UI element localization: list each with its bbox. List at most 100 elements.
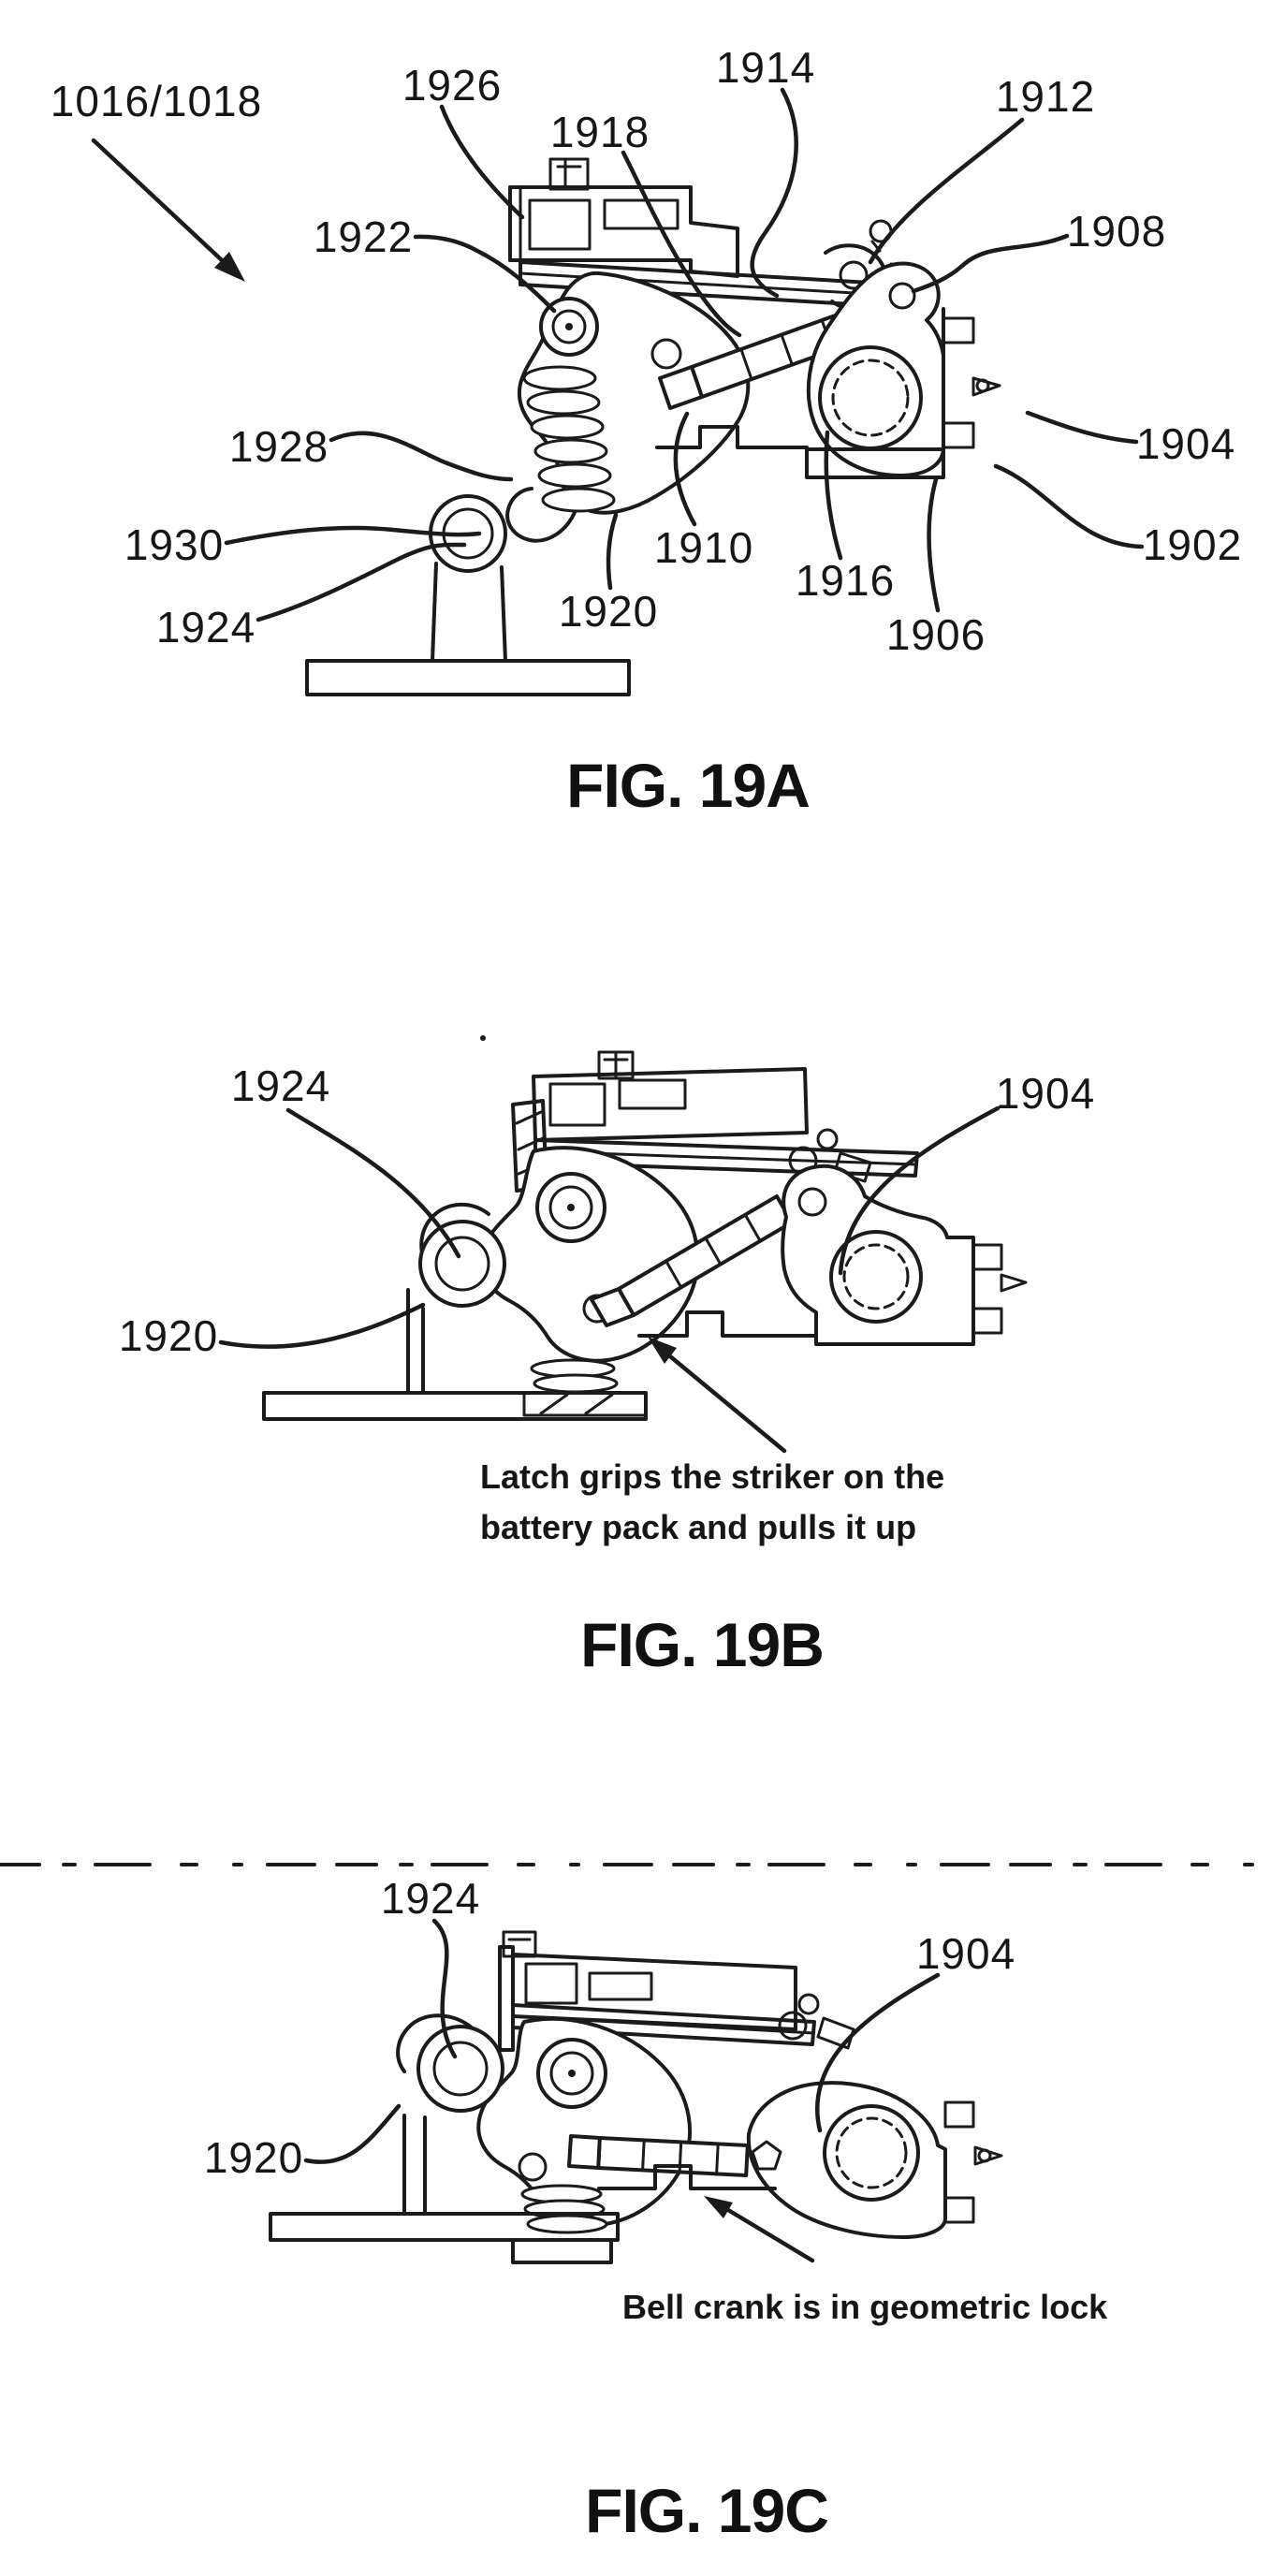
link-rod-end-nut [590,1287,636,1327]
pedestal-base [305,659,631,696]
bell-crank-bore [823,2104,920,2202]
part-label-1904: 1904 [1135,419,1236,468]
annotation-19b: Latch grips the striker on the battery p… [480,1452,944,1553]
part-label-1908: 1908 [1066,207,1167,256]
annotation-19b-line2: battery pack and pulls it up [480,1508,917,1546]
part-label-1930: 1930 [124,520,225,569]
leader-1916 [824,430,843,561]
spring-coil [533,438,608,464]
link-rod-segment-line [704,1237,723,1266]
part-label-1928: 1928 [228,422,329,471]
pedestal-post [500,565,507,663]
clevis-hole [778,2011,808,2041]
clevis-pin [816,1128,839,1150]
link-rod-end-nut [658,365,704,410]
mount-tab [972,1243,1003,1271]
leader-1902 [993,463,1145,549]
bell-crank-bore-inner [842,1243,910,1310]
link-rod-end-nut [567,2134,602,2170]
leader-1914 [750,87,798,299]
leader-1904b [838,1105,1001,1276]
latch-hook [396,2013,475,2073]
part-label-1920: 1920 [558,587,659,636]
housing-left-plate [498,1945,515,2052]
link-rod-segment-line [665,1259,683,1289]
bell-crank-bore [829,1230,923,1324]
spring-seat-hatch [539,1393,569,1415]
housing-inner-window [548,1082,606,1127]
mount-ledge [655,425,809,449]
link-rod-segment-line [743,1213,762,1243]
leader-1904c [815,1972,941,2133]
bell-crank-body [746,2081,947,2239]
annotation-arrow-head [648,1337,677,1364]
bell-crank-pivot-hole [888,282,916,310]
housing-inner-window [618,1078,687,1110]
latch-pivot-bearing-inner [549,2051,594,2096]
part-label-1906: 1906 [885,610,986,659]
leader-1926 [439,104,525,220]
figure-caption-19c: FIG. 19C [585,2476,829,2545]
striker-pin [434,1236,490,1292]
housing-block [532,1067,809,1142]
leader-1904a [1025,410,1139,445]
mount-screw-tip [977,2148,992,2163]
link-rod [596,2136,750,2177]
latch-pivot-bearing-inner [548,1185,593,1230]
spring-coil [526,389,601,416]
housing-rail [511,2003,816,2046]
link-rod-segment-line [641,2138,646,2172]
fig-19c-drawing [0,1863,1271,2264]
bell-crank-bore-inner [831,359,910,437]
spring-coil [530,414,605,440]
clevis-tab [816,2016,855,2050]
housing-screw [548,157,590,191]
bell-crank-bore-inner [835,2116,908,2189]
part-label-1920: 1920 [203,2133,304,2182]
part-label-1918: 1918 [549,108,650,156]
annotation-arrow-shaft [667,1354,787,1454]
pedestal-base [269,2212,620,2242]
latch-pivot-center [568,2070,576,2077]
part-label-1904: 1904 [915,1929,1016,1978]
latch-link-hole [650,338,682,370]
part-label-1904: 1904 [995,1069,1096,1118]
clevis-pin [797,1993,820,2015]
pedestal-post [431,562,438,663]
assembly-arrow-head [214,252,245,282]
assembly-arrow-shaft [91,138,225,263]
mount-tab [972,1307,1003,1335]
link-rod-segment-line [739,347,753,381]
leader-1922 [413,234,557,314]
link-rod-segment-line [780,333,794,367]
latch-link-hole [518,2152,548,2182]
leader-1928 [329,431,514,482]
leader-1918 [621,150,742,338]
spring-coil [537,462,612,489]
part-label-1902: 1902 [1142,520,1243,569]
spring-coil [533,1373,619,1394]
spring-coil [541,487,616,513]
mount-tab [943,2196,975,2224]
stray-mark [480,1035,486,1041]
annotation-19c: Bell crank is in geometric lock [622,2282,1107,2333]
annotation-19c-line1: Bell crank is in geometric lock [622,2288,1108,2326]
bell-crank-body [806,261,945,477]
latch-pivot-center [565,323,573,330]
part-label-1916: 1916 [795,556,896,605]
leader-1920b [218,1302,426,1349]
housing-inner-window [588,1971,653,2001]
striker-ring [416,2025,504,2113]
annotation-arrow-head [704,2196,733,2218]
part-label-1924: 1924 [155,603,256,651]
striker-pin [432,2041,489,2097]
housing-inner-window [524,1962,578,2005]
fig-19a-drawing [91,87,1145,696]
spring-seat-hatch [584,1393,614,1415]
housing-screw [502,1930,537,1958]
housing-inner-window [528,198,592,251]
part-label-1910: 1910 [653,523,754,572]
leader-1924a [256,542,467,622]
leader-1908 [911,233,1070,294]
